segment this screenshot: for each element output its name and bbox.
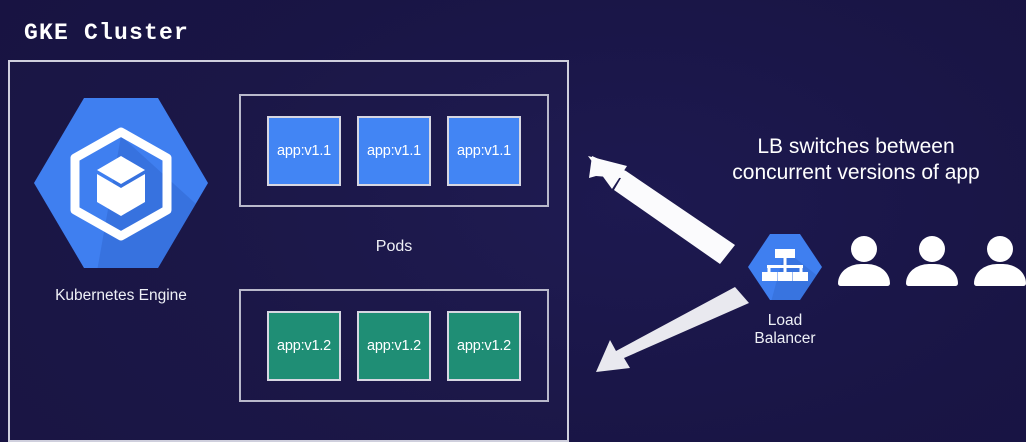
users-group [838,236,1026,286]
user-head [851,236,877,262]
user-body [838,264,890,286]
user-head [919,236,945,262]
arrow-to-v12 [596,287,749,372]
kubernetes-engine-label: Kubernetes Engine [55,287,187,304]
user-body [906,264,958,286]
pod-group-v12: app:v1.2 app:v1.2 app:v1.2 [239,289,549,402]
load-balancer-label: Load Balancer [754,312,816,348]
pod-v11[interactable]: app:v1.1 [357,115,431,186]
kubernetes-engine-hexagon-icon [28,92,214,279]
load-balancer-node: Load Balancer [742,232,828,349]
gke-cluster-boundary [8,60,569,442]
pod-v11[interactable]: app:v1.1 [447,115,521,186]
user-icon [838,236,890,286]
pod-v12[interactable]: app:v1.2 [267,310,341,381]
pod-v12[interactable]: app:v1.2 [447,310,521,381]
load-balancer-caption: LB switches between concurrent versions … [732,135,980,184]
user-icon [906,236,958,286]
user-body [974,264,1026,286]
pod-group-v11: app:v1.1 app:v1.1 app:v1.1 [239,94,549,207]
pod-v11[interactable]: app:v1.1 [267,115,341,186]
pods-label: Pods [375,238,413,255]
user-icon [974,236,1026,286]
pod-v12[interactable]: app:v1.2 [357,310,431,381]
kubernetes-engine-node: Kubernetes Engine [28,92,214,342]
load-balancer-hierarchy-icon [746,232,824,307]
user-head [987,236,1013,262]
page-title: GKE Cluster [24,20,190,46]
